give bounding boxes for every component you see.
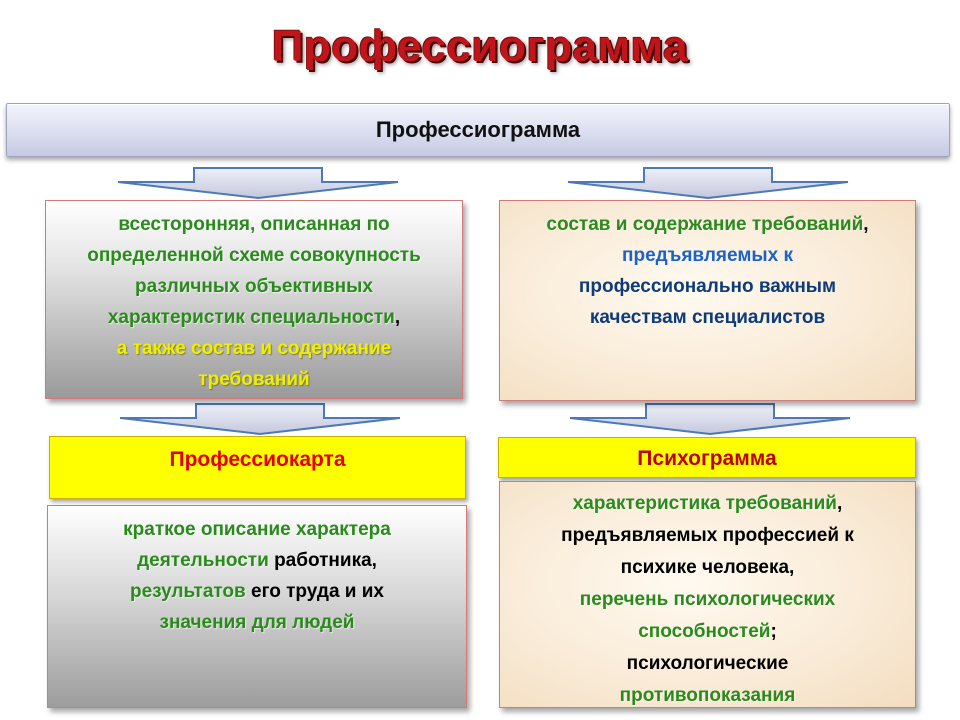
definition-line: а также состав и содержание [116, 338, 392, 359]
arrow-down-icon [569, 403, 851, 436]
description-line: предъявляемых профессией к [561, 525, 854, 546]
description-line: работника, [274, 550, 377, 571]
professiokarta-label: Профессиокарта [169, 448, 346, 471]
description-line-row: характеристика требований, [500, 488, 915, 520]
definition-line: состав и содержание требований [546, 214, 864, 235]
description-line: краткое описание характера [123, 519, 391, 540]
definition-line: характеристик специальности [107, 307, 395, 328]
definition-line: предъявляемых к [622, 245, 793, 266]
psychogramma-label: Психограмма [637, 447, 777, 470]
definition-line-row: состав и содержание требований, [500, 209, 915, 240]
description-line: способностей [638, 621, 771, 642]
description-line: характеристика требований [572, 493, 837, 514]
header-bar-label: Профессиограмма [375, 117, 581, 142]
punctuation: , [394, 307, 401, 328]
header-bar: Профессиограмма [6, 103, 950, 157]
description-line: его труда [251, 581, 340, 602]
description-line: значения для людей [159, 612, 355, 633]
slide-title: Профессиограмма [271, 22, 689, 71]
description-line: психологические [626, 653, 789, 674]
description-line: перечень психологических [579, 589, 836, 610]
punctuation: ; [770, 621, 777, 642]
punctuation: , [837, 493, 843, 514]
definition-line: всесторонняя, описанная по [118, 214, 390, 235]
description-line-row: способностей; [500, 616, 915, 648]
arrow-down-icon [119, 403, 401, 436]
definition-line: требований [198, 369, 310, 390]
definition-line: профессионально важным [578, 276, 837, 297]
definition-line: различных объективных [135, 276, 373, 297]
psychogramma-bar: Психограмма [498, 437, 916, 478]
description-line: деятельности [137, 550, 269, 571]
description-line: результатов [129, 581, 246, 602]
arrow-down-icon [117, 167, 399, 200]
arrow-down-icon [567, 167, 849, 200]
description-line-row: деятельности работника, [48, 545, 466, 576]
description-line: психике человека, [620, 557, 795, 578]
definition-line: качествам специалистов [589, 307, 826, 328]
professiokarta-bar: Профессиокарта [49, 436, 466, 499]
definition-box-left: всесторонняя, описанная по определенной … [45, 200, 463, 399]
description-line-row: результатов его труда и их [48, 576, 466, 607]
definition-box-right: состав и содержание требований, предъявл… [499, 200, 916, 401]
definition-line-row: характеристик специальности, [46, 302, 462, 333]
description-line: и их [344, 581, 385, 602]
punctuation: , [863, 214, 869, 235]
definition-line: определенной схеме совокупность [87, 245, 421, 266]
description-line: противопоказания [619, 685, 796, 706]
professiokarta-description: краткое описание характера деятельности … [47, 505, 467, 708]
psychogramma-description: характеристика требований, предъявляемых… [499, 481, 916, 708]
